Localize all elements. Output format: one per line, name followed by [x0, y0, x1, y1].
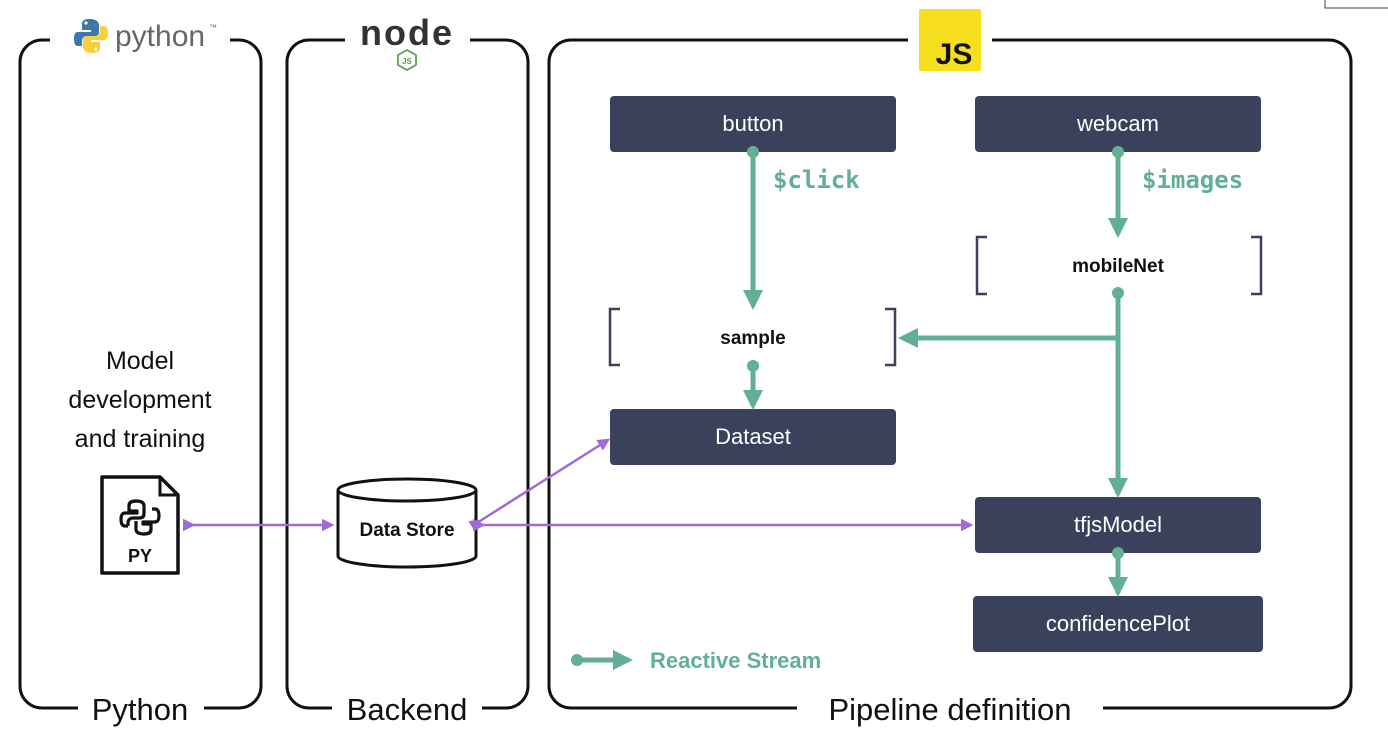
reactive-streams — [743, 152, 1128, 597]
pipeline-panel: JS Pipeline definition button webcam Dat… — [547, 9, 1353, 727]
mobilenet-bracket-left — [975, 235, 987, 296]
stream-origin-dots — [747, 146, 1124, 559]
operator-sample: sample — [608, 307, 897, 367]
node-confidenceplot: confidencePlot — [973, 596, 1263, 652]
operator-sample-label: sample — [720, 328, 785, 349]
node-tfjsmodel-label: tfjsModel — [1074, 512, 1162, 537]
backend-panel-frame — [285, 38, 530, 710]
python-logo: python ™ — [74, 19, 217, 53]
legend: Reactive Stream — [571, 648, 821, 673]
node-webcam-label: webcam — [1076, 111, 1159, 136]
sample-bracket-right — [885, 307, 897, 367]
python-panel-caption: Python — [92, 692, 189, 727]
node-logo-badge: JS — [402, 57, 412, 66]
operator-mobilenet-label: mobileNet — [1072, 256, 1165, 277]
model-description-line-2: development — [68, 386, 211, 414]
node-button: button — [610, 96, 896, 152]
python-file-logo-icon — [119, 499, 161, 536]
backend-panel: node JS Backend Data Store — [285, 10, 530, 727]
node-button-label: button — [722, 111, 783, 136]
js-logo: JS — [919, 9, 981, 71]
python-file-label: PY — [128, 546, 152, 566]
node-dataset-label: Dataset — [715, 424, 791, 449]
node-logo-text: node — [360, 12, 454, 53]
python-logo-text: python — [115, 20, 205, 53]
data-store-label: Data Store — [359, 520, 454, 541]
dot-mobilenet — [1112, 287, 1124, 299]
node-tfjsmodel: tfjsModel — [975, 497, 1261, 553]
python-panel: python ™ Python Model development and tr… — [18, 19, 263, 727]
dot-sample — [747, 360, 759, 372]
data-store: Data Store — [336, 477, 478, 569]
pipeline-panel-caption: Pipeline definition — [828, 692, 1071, 727]
model-description-line-3: and training — [75, 425, 206, 453]
model-description-line-1: Model — [106, 347, 174, 375]
data-links — [183, 438, 974, 532]
operator-mobilenet: mobileNet — [975, 235, 1263, 296]
python-icon — [74, 19, 108, 53]
sample-bracket-left — [608, 307, 620, 367]
python-file-icon: PY — [100, 475, 180, 575]
corner-fragment — [1324, 0, 1388, 9]
js-badge — [919, 9, 981, 71]
stream-click-label: $click — [773, 166, 860, 194]
legend-dot — [571, 654, 583, 666]
node-logo: node JS — [360, 12, 454, 72]
js-logo-text: JS — [936, 38, 973, 71]
node-dataset: Dataset — [610, 409, 896, 465]
node-hexagon-icon — [397, 48, 417, 72]
node-confidenceplot-label: confidencePlot — [1046, 611, 1190, 636]
python-logo-tm: ™ — [209, 23, 217, 32]
node-webcam: webcam — [975, 96, 1261, 152]
link-datastore-dataset — [468, 438, 611, 532]
stream-images-label: $images — [1142, 166, 1243, 194]
data-store-top — [336, 477, 478, 503]
dot-button — [747, 146, 759, 158]
dot-webcam — [1112, 146, 1124, 158]
backend-panel-caption: Backend — [347, 692, 468, 727]
legend-label: Reactive Stream — [650, 648, 821, 673]
dot-tfjsmodel — [1112, 547, 1124, 559]
mobilenet-bracket-right — [1251, 235, 1263, 296]
